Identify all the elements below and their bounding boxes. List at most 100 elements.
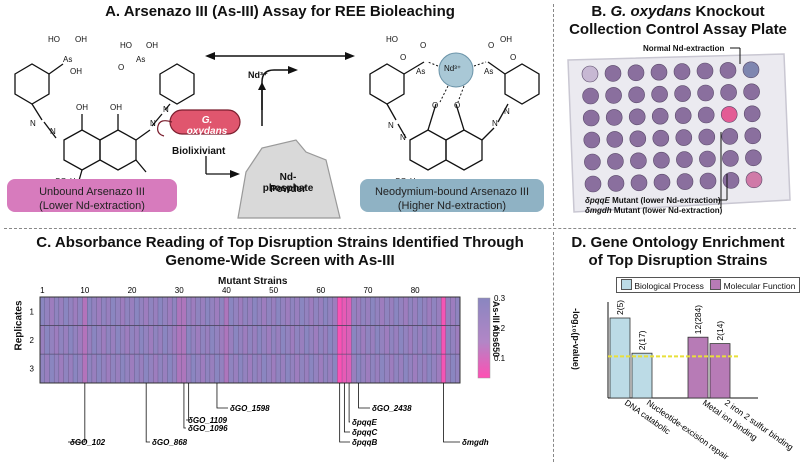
plate-well — [696, 62, 714, 80]
strain-label: δGO_1096 — [188, 424, 228, 433]
strain-callout-line — [339, 383, 350, 443]
heatmap-cell — [351, 354, 357, 384]
heatmap-cell — [417, 354, 423, 384]
heatmap-cell — [393, 354, 400, 384]
heatmap-cell — [134, 296, 140, 326]
plate-well — [604, 65, 622, 82]
y-tick-label: 1 — [30, 307, 35, 316]
heatmap-cell — [417, 325, 423, 355]
panel-b-title-rest: Knockout — [691, 3, 765, 20]
heatmap-cell — [417, 296, 423, 326]
heatmap-cell — [186, 296, 192, 326]
heatmap-cell — [294, 354, 300, 384]
panel-d-title-line1: D. Gene Ontology Enrichment — [571, 234, 785, 251]
heatmap-cell — [360, 354, 366, 384]
plate-well — [628, 108, 646, 126]
colorbar-tick-label: 0.1 — [494, 354, 506, 363]
svg-text:O: O — [420, 41, 426, 50]
heatmap-cell — [351, 296, 357, 326]
strain-callout-line — [443, 383, 460, 443]
strain-callout-line — [216, 383, 228, 409]
heatmap-cell — [110, 296, 116, 326]
heatmap-cell — [412, 354, 418, 384]
heatmap-cell — [398, 325, 404, 355]
heatmap-cell — [167, 354, 173, 384]
x-tick-label: 50 — [269, 286, 278, 295]
go-bar — [609, 317, 631, 399]
heatmap-cell — [275, 325, 282, 355]
svg-text:O: O — [454, 101, 460, 110]
heatmap-cell — [299, 354, 305, 384]
heatmap-cell — [138, 296, 145, 326]
strain-callout-line — [68, 383, 86, 443]
heatmap-cell — [318, 325, 324, 355]
heatmap-cell — [308, 354, 315, 384]
svg-text:As: As — [63, 55, 72, 64]
heatmap-cell — [115, 354, 121, 384]
heatmap-cell — [162, 325, 168, 355]
heatmap-cell — [455, 354, 461, 384]
heatmap-cell — [247, 296, 253, 326]
heatmap-cell — [68, 296, 74, 326]
mgdh-mutant-label: δmgdh Mutant (lower Nd-extraction) — [585, 206, 722, 215]
heatmap-cell — [124, 296, 131, 326]
heatmap-cell — [332, 325, 338, 355]
plate-well — [606, 131, 624, 148]
heatmap-cell — [337, 354, 343, 384]
plate-well — [743, 83, 760, 101]
vertical-divider-bottom — [553, 232, 554, 462]
svg-text:OH: OH — [146, 41, 158, 50]
heatmap-cell — [389, 325, 395, 355]
heatmap-cell — [162, 354, 168, 384]
heatmap-cell — [186, 354, 192, 384]
unbound-line2: (Lower Nd-extraction) — [39, 200, 145, 212]
legend-swatch-mol — [710, 279, 722, 290]
panel-a-title: A. Arsenazo III (As-III) Assay for REE B… — [105, 3, 455, 20]
heatmap-cell — [242, 354, 249, 384]
heatmap-cell — [289, 354, 296, 384]
heatmap-cell — [129, 354, 135, 384]
heatmap-cell — [87, 325, 93, 355]
plate-well — [581, 65, 599, 83]
plate-well — [607, 175, 625, 192]
heatmap-cell — [379, 325, 385, 355]
legend-swatch-bio — [621, 279, 632, 290]
heatmap-cell — [275, 354, 282, 384]
heatmap-cell — [214, 296, 220, 326]
plate-well — [607, 153, 624, 170]
mutant-pointers — [717, 132, 728, 208]
pqqE-mutant-label: δpqqE Mutant (lower Nd-extraction) — [585, 196, 721, 205]
plate-well — [745, 171, 763, 189]
strain-callout-line — [145, 383, 150, 443]
heatmap-cell — [209, 325, 215, 355]
svg-text:As: As — [136, 55, 145, 64]
heatmap-cell — [44, 296, 50, 326]
svg-text:O: O — [400, 53, 406, 62]
heatmap-cell — [407, 325, 414, 355]
heatmap-cell — [289, 325, 296, 355]
heatmap-cell — [223, 354, 230, 384]
heatmap-cell — [379, 354, 385, 384]
strain-callout-line — [358, 383, 370, 409]
heatmap-cell — [129, 325, 135, 355]
plate-well — [699, 150, 716, 168]
heatmap-cell — [228, 325, 234, 355]
plate-well — [719, 62, 737, 79]
heatmap-cell — [162, 296, 168, 326]
legend-bio: Biological Process — [634, 281, 704, 291]
plate-well — [674, 107, 692, 124]
svg-text:As: As — [416, 67, 425, 76]
heatmap-cell — [49, 296, 55, 326]
heatmap-cell — [341, 296, 348, 326]
heatmap-cell — [63, 354, 69, 384]
heatmap-cell — [271, 354, 277, 384]
heatmap-cell — [407, 296, 414, 326]
plate-well — [698, 128, 716, 146]
heatmap-cell — [96, 325, 102, 355]
heatmap-cell — [455, 325, 461, 355]
strain-label: δGO_868 — [152, 438, 188, 447]
heatmap-cell — [266, 296, 272, 326]
heatmap-cell — [271, 325, 277, 355]
unbound-line1: Unbound Arsenazo III — [39, 186, 145, 198]
